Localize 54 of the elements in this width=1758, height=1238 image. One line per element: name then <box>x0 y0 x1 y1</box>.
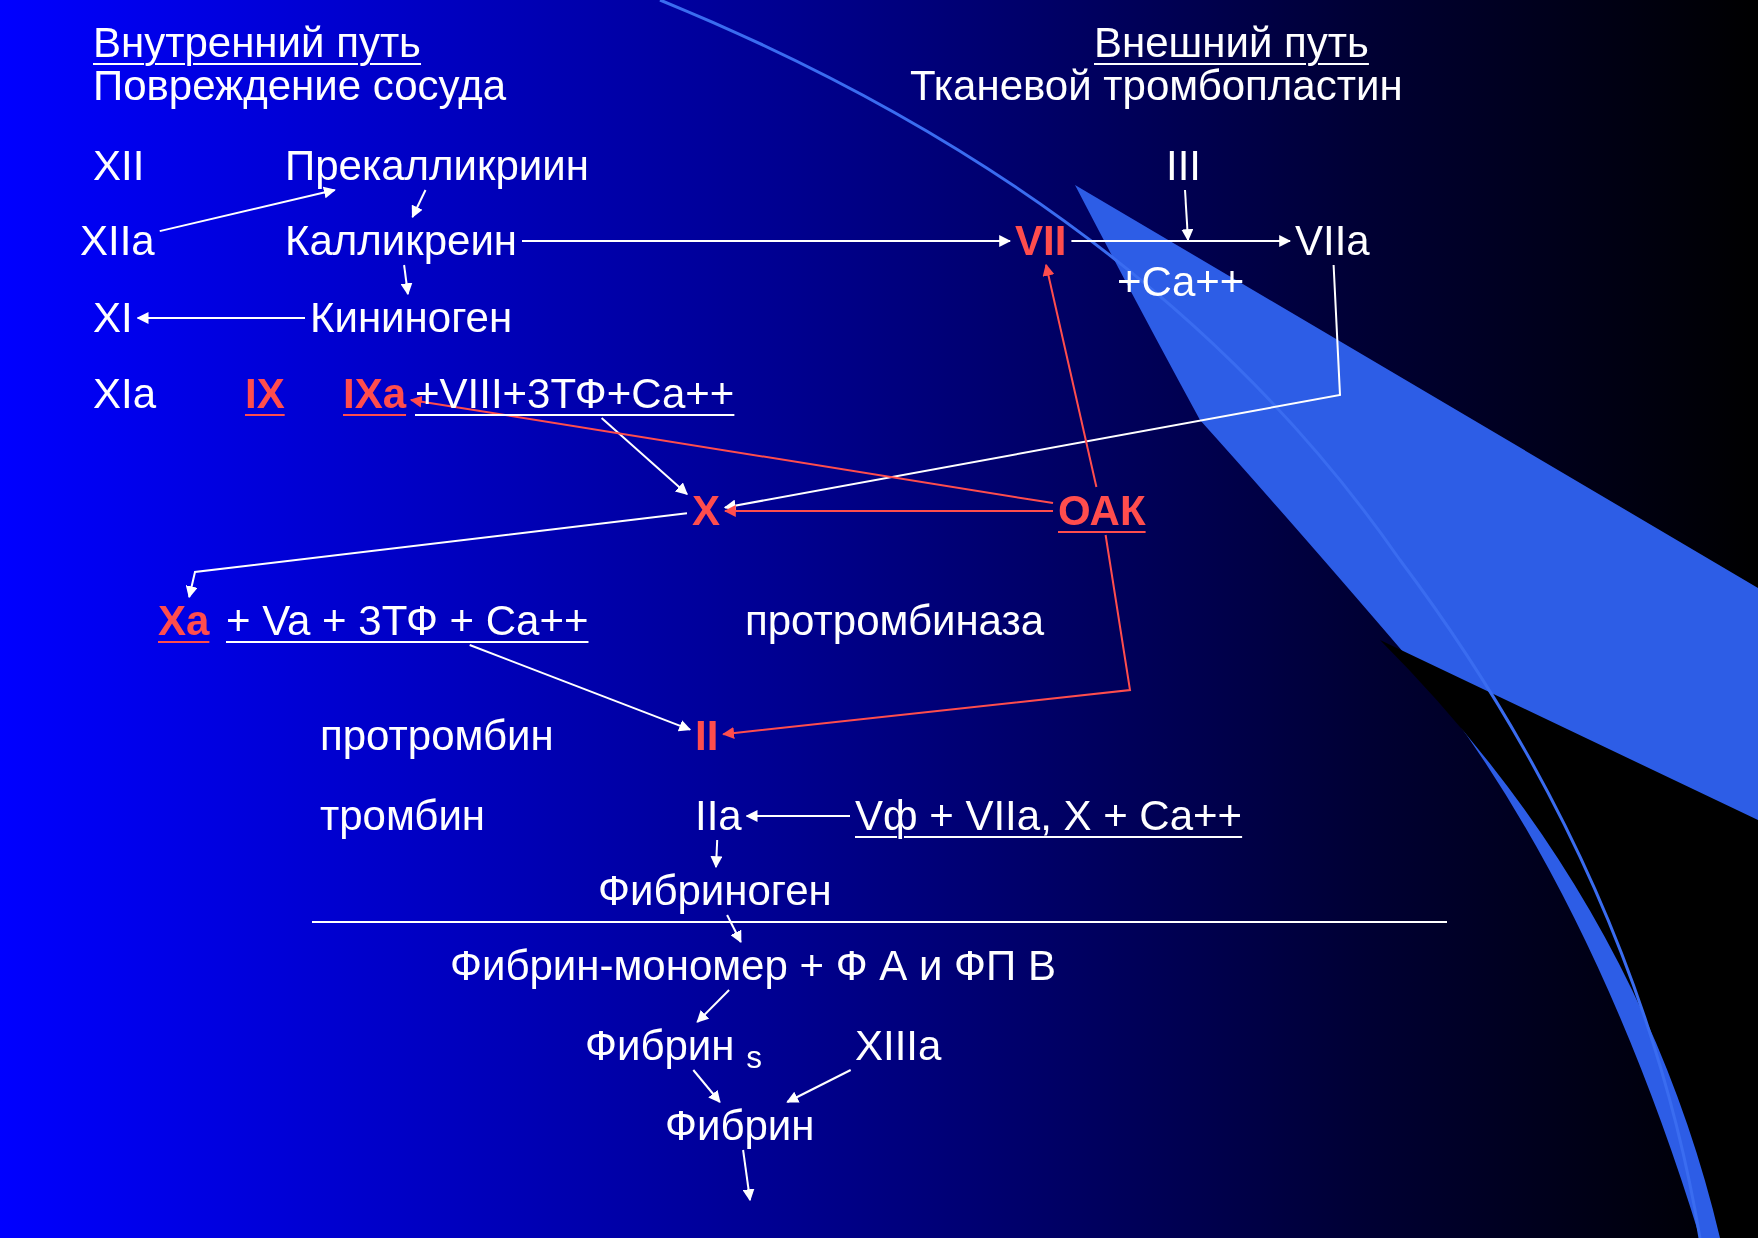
factor-text: Калликреин <box>285 220 518 262</box>
factor-text: IXa <box>343 373 407 415</box>
label-text: IX <box>245 373 285 415</box>
arrow <box>710 839 723 869</box>
arrow <box>1181 189 1194 242</box>
arrow <box>521 235 1012 247</box>
factor-text: Кининоген <box>310 297 513 339</box>
label-text: протромбин <box>320 715 554 757</box>
factor-text: XIIIa <box>855 1025 942 1067</box>
arrow <box>409 395 1054 505</box>
factor-text: XI <box>93 297 133 339</box>
arrow <box>411 189 427 219</box>
factor-text: Xa <box>158 600 210 642</box>
factor-text: Фибрин $_{s}$ <box>585 1025 762 1067</box>
arrow <box>158 186 336 233</box>
label-text: Внутренний путь <box>93 22 421 64</box>
factor-text: II <box>695 715 719 757</box>
factor-text: Прекалликриин <box>285 145 589 187</box>
label-text: Тканевой тромбопластин <box>910 65 1403 107</box>
arrow <box>742 1149 755 1202</box>
factor-text: Vф + VIIa, X + Ca++ <box>855 795 1243 837</box>
factor-text: ОАК <box>1058 490 1146 532</box>
arrow <box>185 512 688 599</box>
arrow <box>696 989 731 1023</box>
factor-text: III <box>1166 145 1201 187</box>
arrow <box>136 312 306 324</box>
factor-text: IIa <box>695 795 742 837</box>
factor-text: Фибрин <box>665 1105 815 1147</box>
factor-text: XIIa <box>80 220 155 262</box>
factor-text: VII <box>1015 220 1067 262</box>
arrow <box>468 644 692 732</box>
arrow <box>1042 263 1098 488</box>
arrow <box>600 417 688 496</box>
label-text: XII <box>93 145 145 187</box>
arrow <box>745 810 851 822</box>
arrow <box>722 534 1132 739</box>
factor-text: + Va + 3ТФ + Ca++ <box>226 600 589 642</box>
factor-text: X <box>692 490 720 532</box>
label-text: тромбин <box>320 795 486 837</box>
label-text: протромбиназа <box>745 600 1045 642</box>
label-text: Внешний путь <box>1094 22 1369 64</box>
arrow <box>786 1069 852 1103</box>
label-text: XIa <box>93 373 157 415</box>
factor-text: +VIII+3ТФ+Са++ <box>415 373 735 415</box>
arrow <box>726 914 742 944</box>
factor-text: VIIa <box>1295 220 1370 262</box>
arrow <box>723 505 1054 517</box>
factor-text: Фибрин-мономер + Ф А и ФП В <box>450 945 1056 987</box>
arrow <box>1070 235 1292 247</box>
arrow <box>400 264 413 296</box>
label-text: Повреждение сосуда <box>93 65 507 107</box>
arrow <box>723 264 1342 512</box>
arrow <box>692 1069 721 1103</box>
factor-text: Фибриноген <box>598 870 832 912</box>
